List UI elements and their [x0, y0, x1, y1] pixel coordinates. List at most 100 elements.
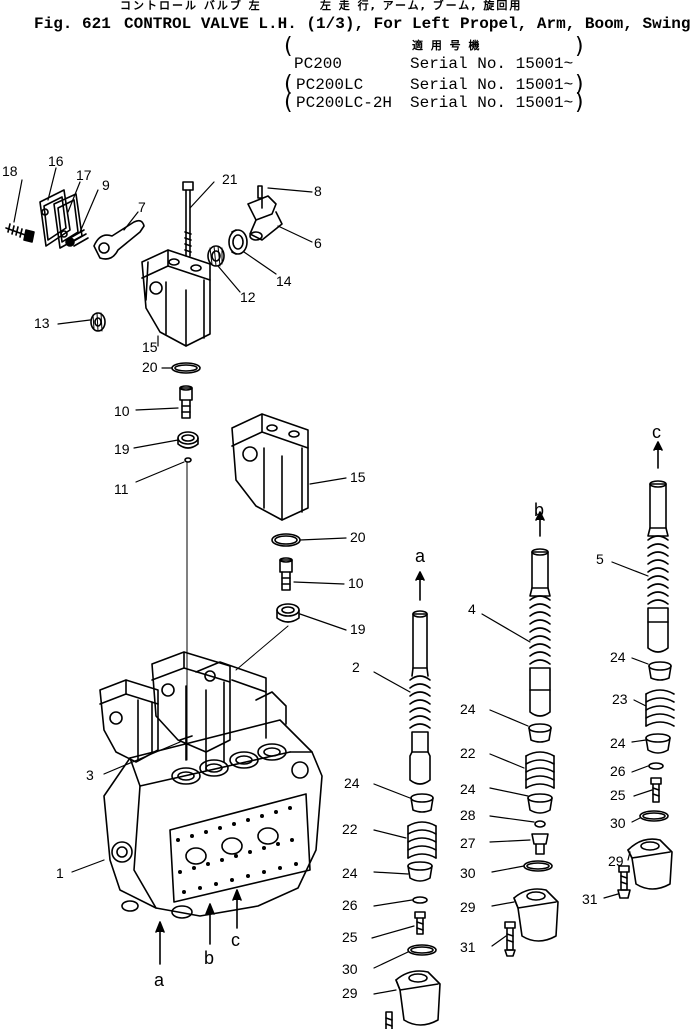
spring-seat-part	[527, 793, 553, 814]
spring-part	[645, 689, 675, 727]
callout-24: 24	[342, 865, 358, 881]
callout-19: 19	[350, 621, 366, 637]
valve-cap-part	[141, 249, 211, 347]
callout-24: 24	[610, 735, 626, 751]
callout-23: 23	[612, 691, 628, 707]
o-ring-part	[407, 944, 437, 956]
callout-3: 3	[86, 767, 94, 783]
model-name: PC200	[294, 55, 343, 73]
callout-31: 31	[460, 939, 476, 955]
callout-16: 16	[48, 153, 64, 169]
callout-9: 9	[102, 177, 110, 193]
spring-seat-part	[648, 661, 672, 681]
callout-8: 8	[314, 183, 322, 199]
model-serial: Serial No. 15001~	[410, 55, 574, 73]
needle-bearing-part	[90, 312, 106, 332]
pin-part	[257, 185, 263, 199]
diagram-title: CONTROL VALVE L.H. (1/3), For Left Prope…	[124, 15, 691, 33]
callout-19: 19	[114, 441, 130, 457]
long-bolt-part	[182, 181, 194, 257]
callout-10: 10	[114, 403, 130, 419]
bolt-part	[414, 911, 426, 935]
exploded-view-drawing: 18 16 17 9 7 21 8 6 14 12 13 15 20 10 19…	[2, 153, 675, 1029]
callout-17: 17	[76, 167, 92, 183]
lever-part	[93, 219, 145, 260]
model-name: PC200LC-2H	[296, 94, 393, 112]
callout-10: 10	[348, 575, 364, 591]
spring-case-part	[513, 888, 559, 942]
applicable-models-label: 適 用 号 機	[412, 39, 482, 52]
callout-11: 11	[114, 481, 129, 497]
callout-24: 24	[610, 649, 626, 665]
spring-seat-part	[528, 723, 552, 743]
bracket-close: )	[575, 34, 584, 59]
washer-part	[648, 762, 664, 770]
spring-seat-part	[407, 861, 433, 882]
port-label-a: a	[415, 546, 426, 566]
bracket-open: (	[284, 90, 293, 115]
callout-29: 29	[460, 899, 476, 915]
bracket-open: (	[284, 72, 293, 97]
spring-case-part	[627, 838, 673, 890]
pin-part	[179, 735, 193, 741]
port-label-b: b	[204, 948, 214, 968]
callout-21: 21	[222, 171, 238, 187]
callout-24: 24	[344, 775, 360, 791]
valve-body-part	[103, 719, 323, 919]
model-name: PC200LC	[296, 76, 364, 94]
callout-6: 6	[314, 235, 322, 251]
callout-20: 20	[142, 359, 158, 375]
spring-seat-part	[410, 793, 434, 813]
callout-30: 30	[342, 961, 358, 977]
port-label-b: b	[534, 500, 544, 520]
model-serial: Serial No. 15001~	[410, 94, 574, 112]
bolt-part	[385, 1011, 393, 1029]
port-arrow	[155, 921, 165, 965]
spring-part	[525, 751, 555, 789]
japanese-title: コントロール バルブ 左 左 走 行, アーム, ブーム, 旋回用	[120, 0, 523, 12]
figure-number: Fig. 621	[34, 15, 111, 33]
callout-13: 13	[34, 315, 50, 331]
spring-seat-part	[645, 733, 671, 754]
spool-part	[529, 511, 551, 717]
callout-24: 24	[460, 781, 476, 797]
callout-30: 30	[460, 865, 476, 881]
callout-20: 20	[350, 529, 366, 545]
callout-5: 5	[596, 551, 604, 567]
callout-15: 15	[350, 469, 366, 485]
seal-part	[177, 431, 199, 445]
callout-18: 18	[2, 163, 18, 179]
callout-7: 7	[138, 199, 146, 215]
callout-22: 22	[342, 821, 358, 837]
spool-part	[409, 571, 431, 785]
shaft-lever-part	[247, 195, 283, 241]
callout-26: 26	[342, 897, 358, 913]
callout-28: 28	[460, 807, 476, 823]
needle-bearing-part	[207, 245, 225, 267]
ball-part	[184, 457, 192, 463]
bolt-part	[5, 223, 35, 243]
plug-part	[279, 557, 293, 591]
callout-25: 25	[342, 929, 358, 945]
bolt-part	[617, 865, 631, 899]
port-label-c: c	[231, 930, 240, 950]
port-label-c: c	[652, 422, 661, 442]
o-ring-part	[639, 810, 669, 822]
callout-12: 12	[240, 289, 256, 305]
port-label-a: a	[154, 970, 165, 990]
bearing-part	[228, 229, 248, 255]
bracket-close: )	[575, 90, 584, 115]
callout-22: 22	[460, 745, 476, 761]
callout-14: 14	[276, 273, 292, 289]
ring-part	[534, 820, 546, 828]
seal-part	[276, 603, 300, 623]
plug-part	[179, 385, 193, 419]
callout-31: 31	[582, 891, 598, 907]
port-arrow	[205, 903, 215, 945]
callout-1: 1	[56, 865, 64, 881]
spool-part	[647, 441, 669, 653]
washer-part	[412, 896, 428, 904]
bracket-close: )	[575, 72, 584, 97]
callout-29: 29	[342, 985, 358, 1001]
